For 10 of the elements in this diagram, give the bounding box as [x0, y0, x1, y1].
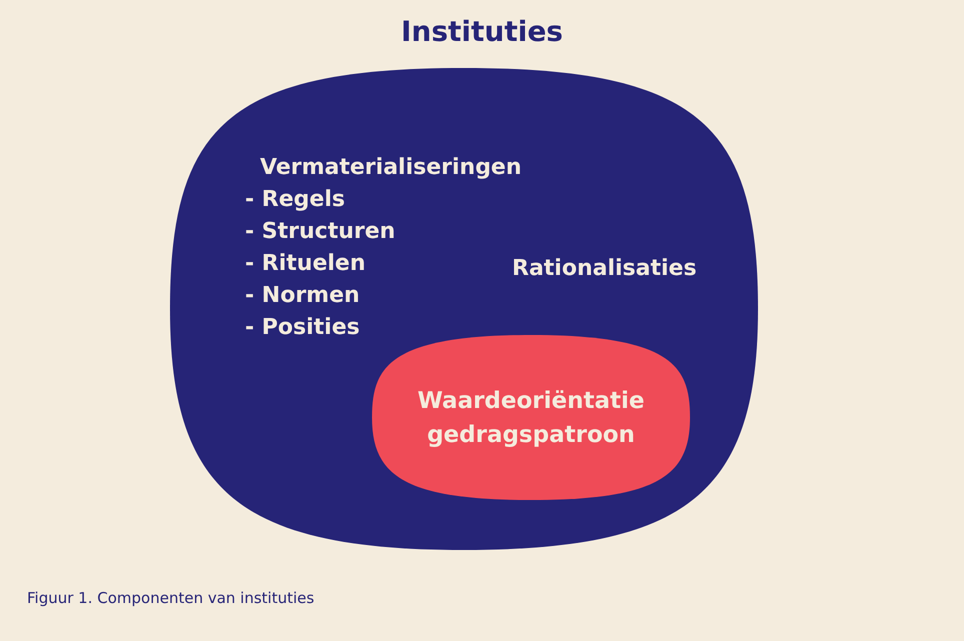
label: Waardeoriëntatie gedragspatroon: [416, 386, 646, 450]
caption: Figuur 1. Componenten van instituties: [27, 588, 314, 608]
list-item: - Structuren: [245, 218, 396, 246]
heading: Vermaterialiseringen: [260, 154, 522, 182]
list-item: - Posities: [245, 314, 360, 342]
label: Rationalisaties: [512, 255, 697, 283]
list-item: - Normen: [245, 282, 360, 310]
title: Instituties: [400, 14, 564, 50]
list-item: - Regels: [245, 186, 345, 214]
list-item: - Rituelen: [245, 250, 366, 278]
